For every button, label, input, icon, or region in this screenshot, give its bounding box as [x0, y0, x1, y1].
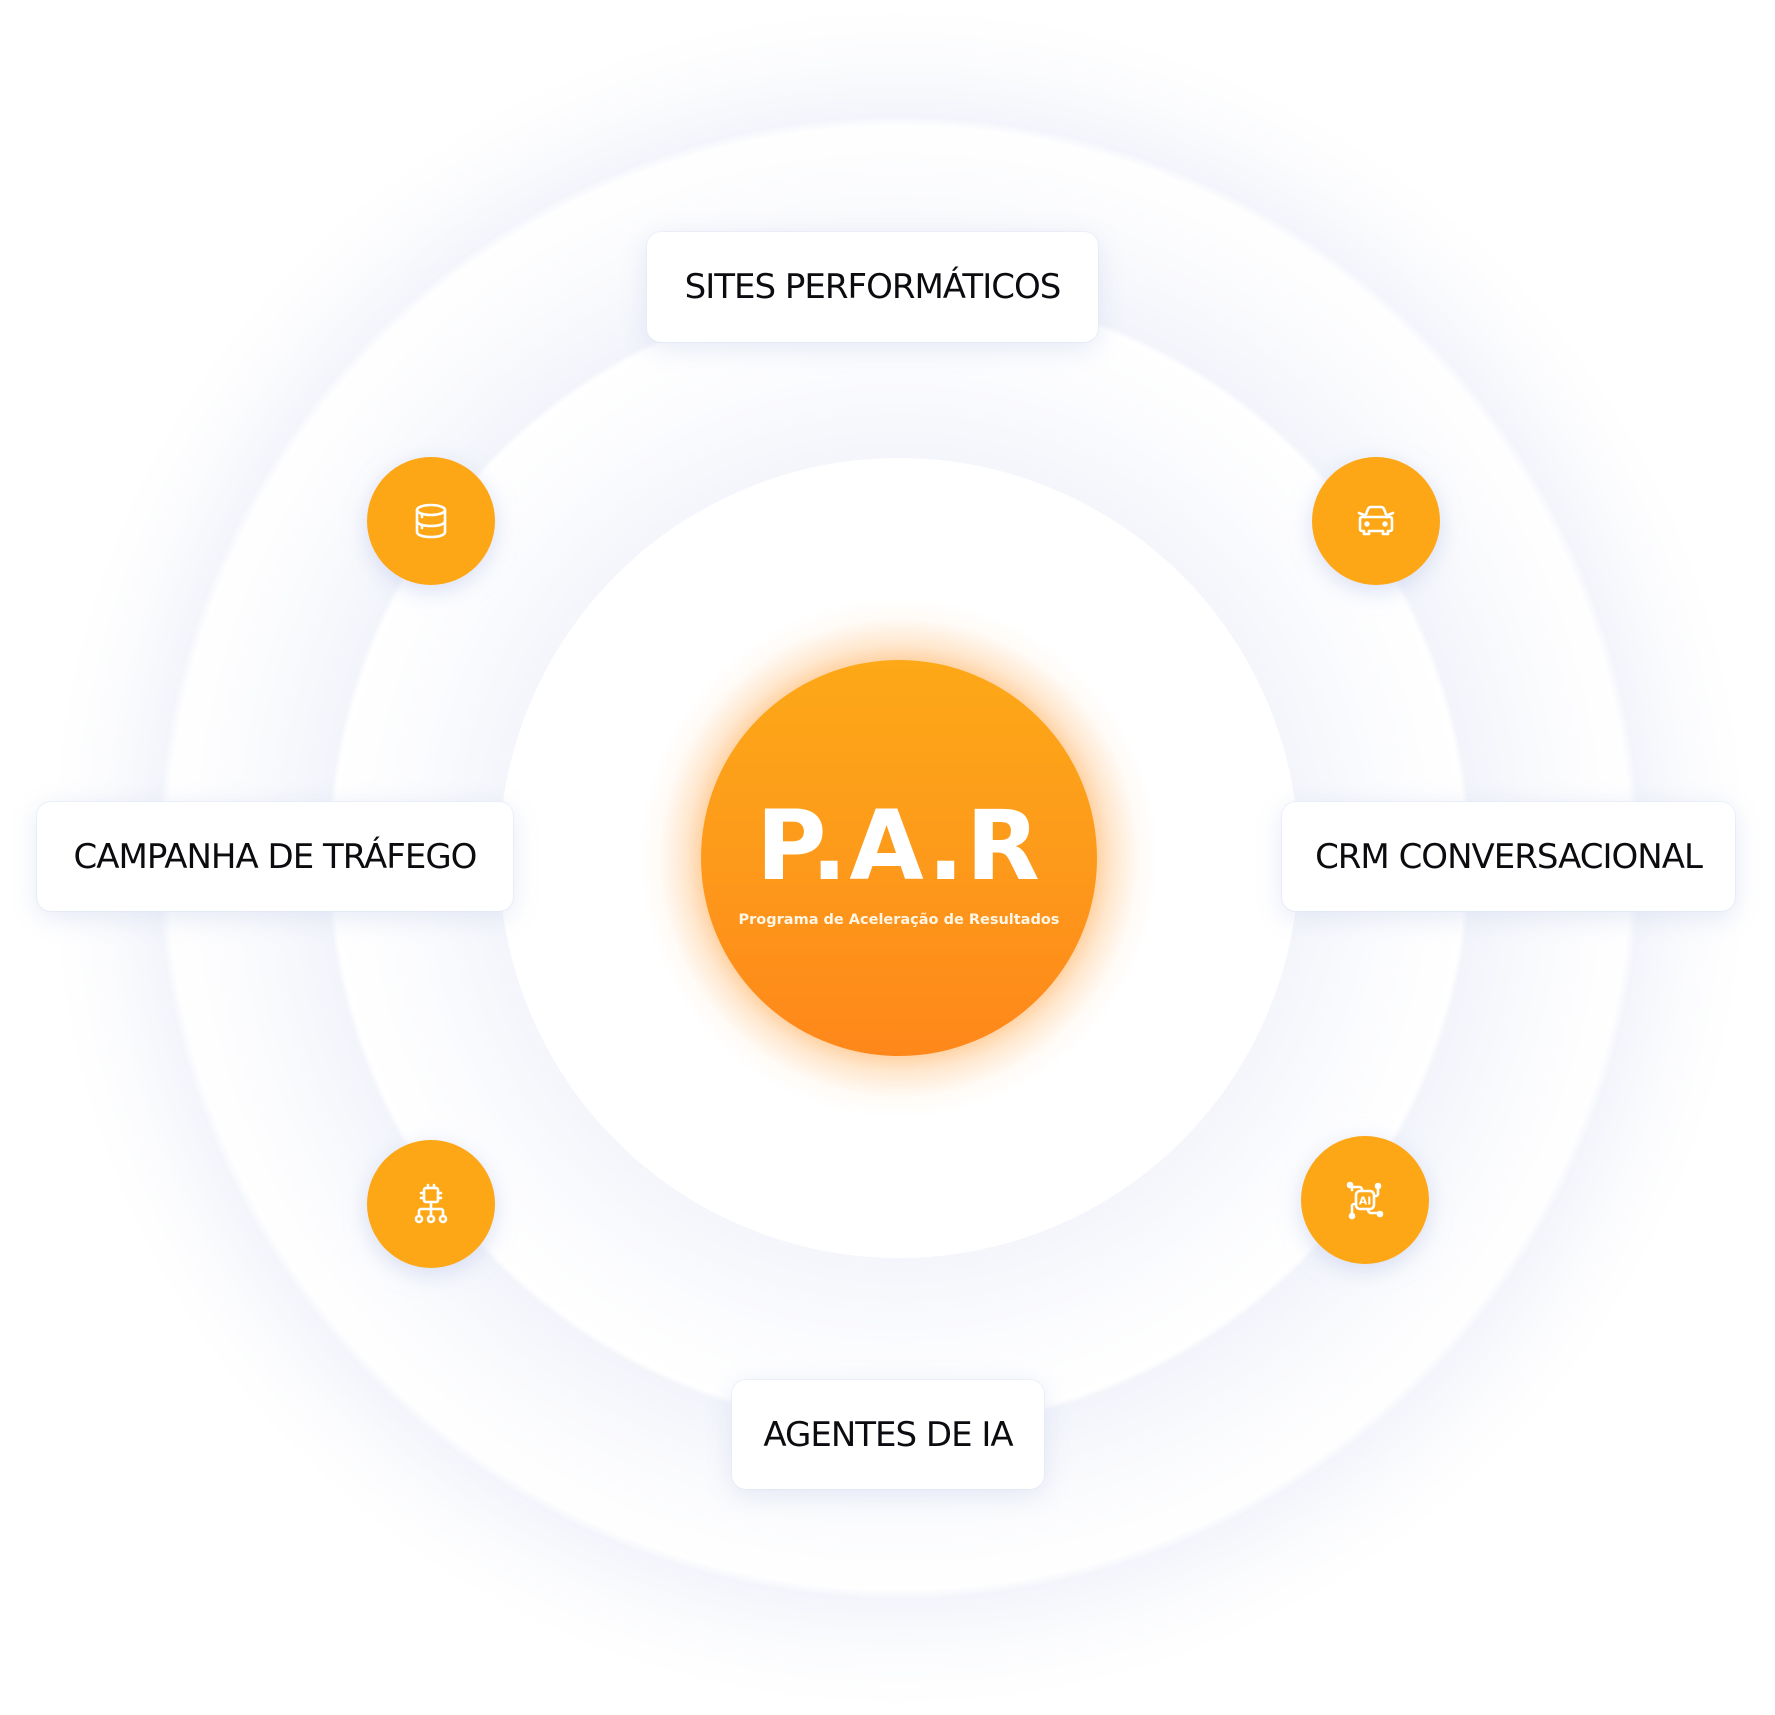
label-text: CAMPANHA DE TRÁFEGO	[73, 836, 478, 877]
node-chip-network[interactable]	[367, 1140, 495, 1268]
label-crm-conversacional[interactable]: CRM CONVERSACIONAL	[1282, 802, 1735, 911]
label-sites-performaticos[interactable]: SITES PERFORMÁTICOS	[647, 232, 1098, 342]
label-text: AGENTES DE IA	[763, 1414, 1013, 1455]
ai-glyph-text: AI	[1359, 1195, 1372, 1208]
database-icon	[415, 503, 447, 539]
node-ai-chip[interactable]: AI	[1301, 1136, 1429, 1264]
label-agentes-de-ia[interactable]: AGENTES DE IA	[732, 1380, 1044, 1489]
label-text: CRM CONVERSACIONAL	[1315, 836, 1703, 877]
car-icon	[1357, 505, 1395, 536]
node-database[interactable]	[367, 457, 495, 585]
label-campanha-de-trafego[interactable]: CAMPANHA DE TRÁFEGO	[37, 802, 513, 911]
node-car[interactable]	[1312, 457, 1440, 585]
par-center-badge[interactable]: P.A.R Programa de Aceleração de Resultad…	[701, 660, 1097, 1056]
ai-chip-icon: AI	[1346, 1181, 1384, 1220]
label-text: SITES PERFORMÁTICOS	[684, 267, 1062, 307]
par-title: P.A.R	[756, 790, 1042, 902]
par-subtitle: Programa de Aceleração de Resultados	[738, 912, 1060, 928]
chip-network-icon	[414, 1183, 448, 1224]
